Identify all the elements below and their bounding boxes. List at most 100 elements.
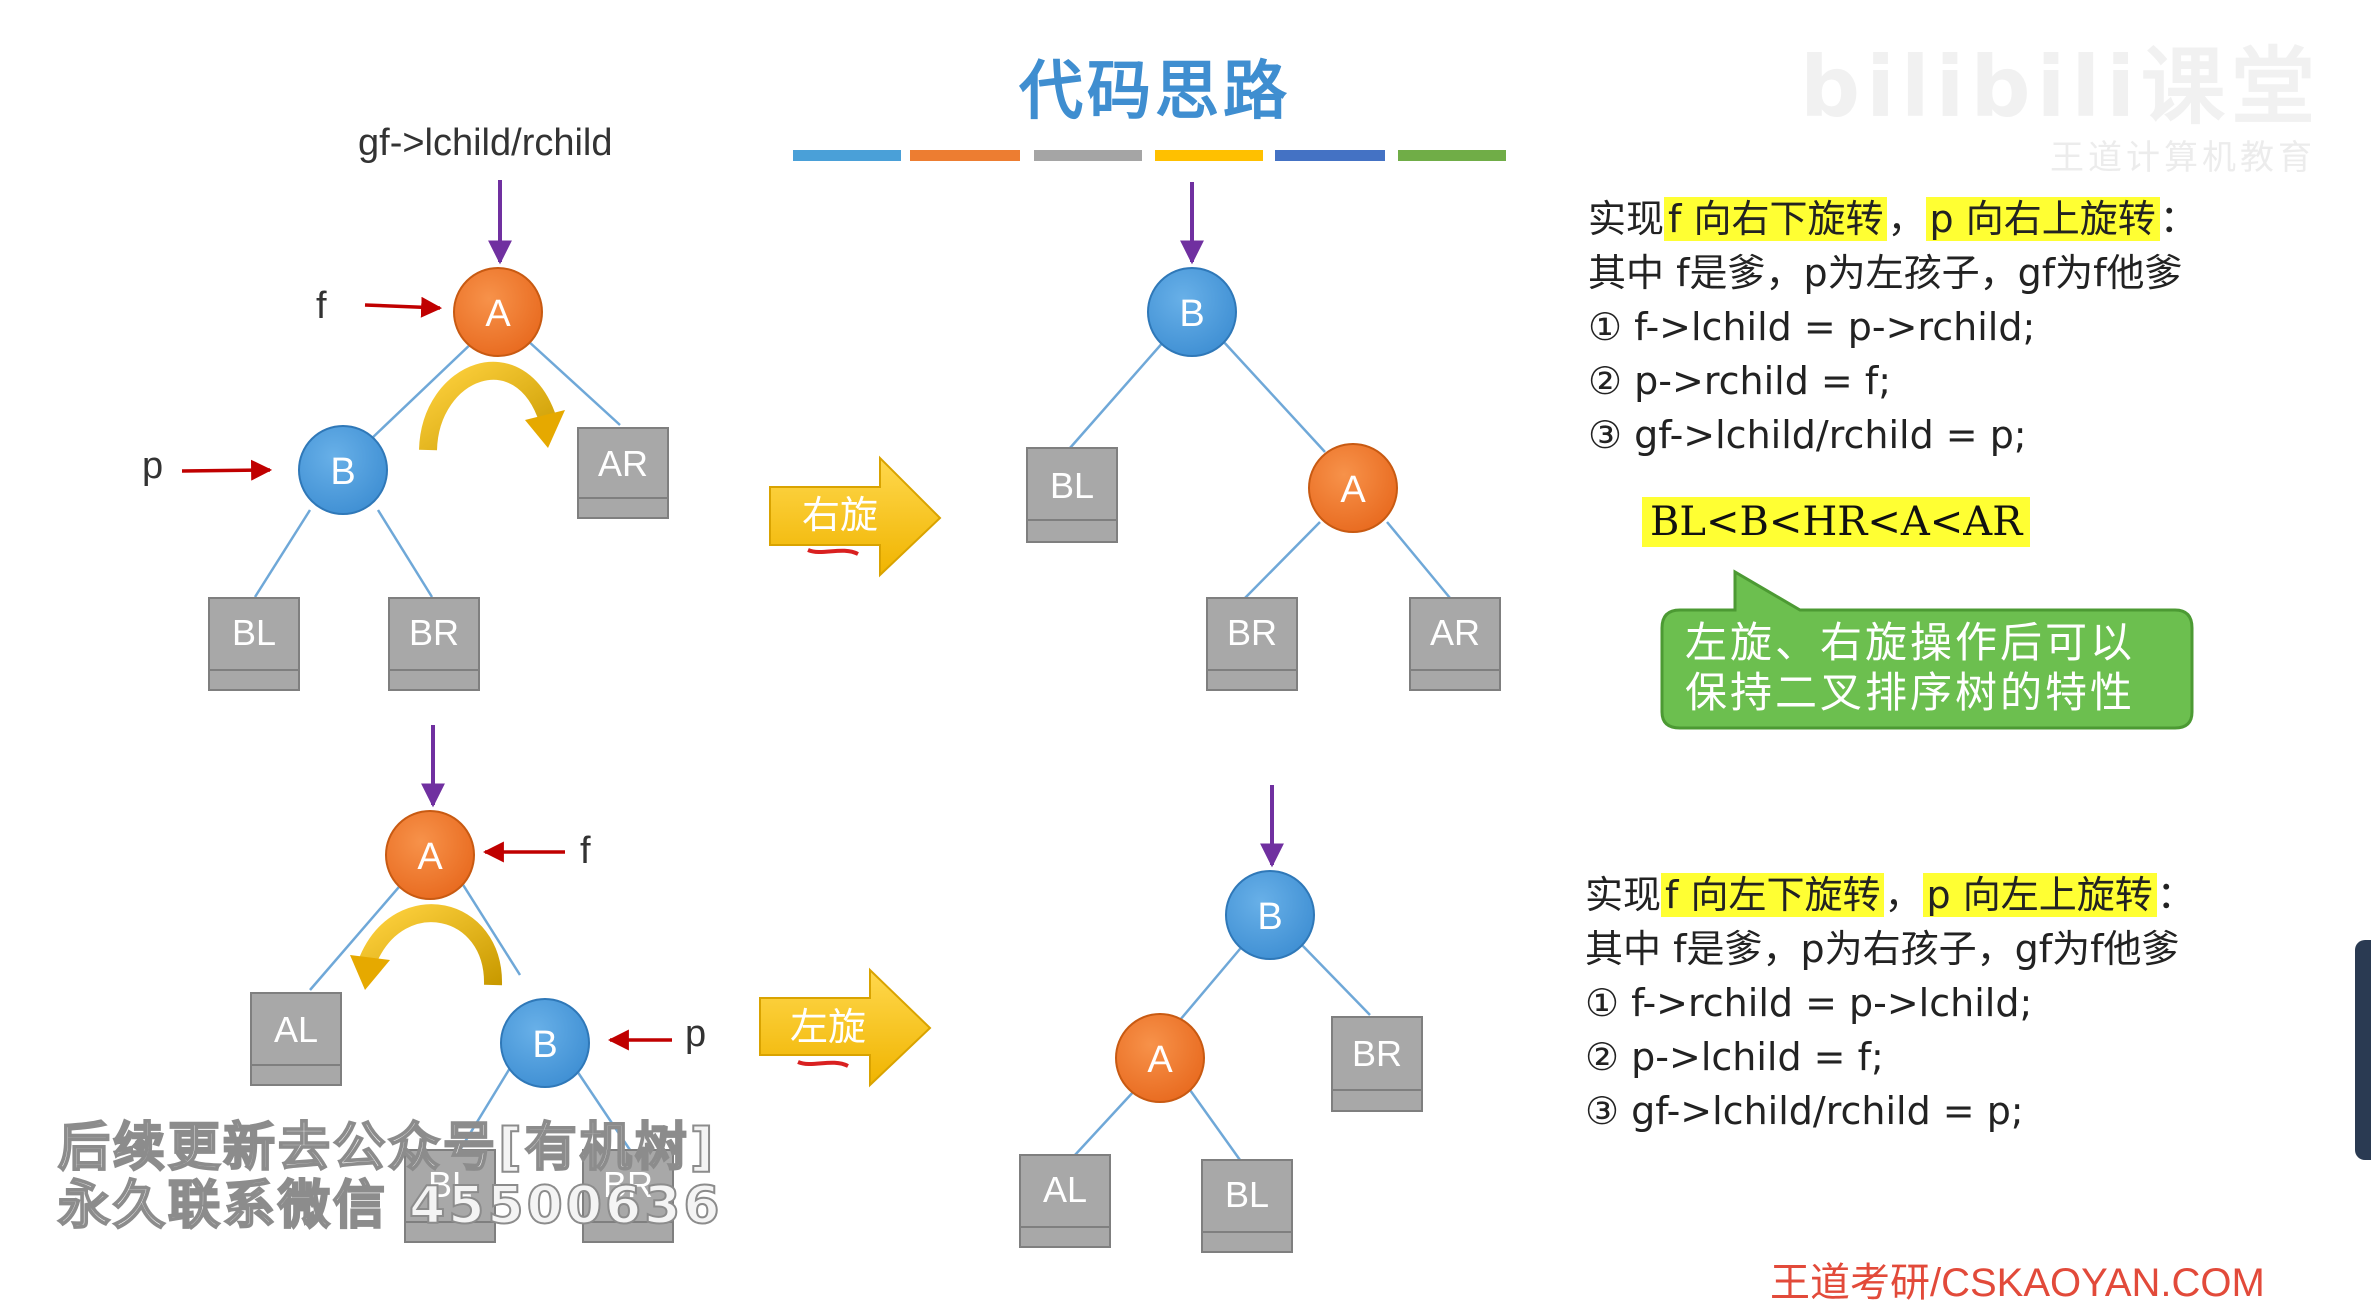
code-step-2: ② p->rchild = f; [1588, 359, 1891, 403]
desc-highlight-2: p 向右上旋转 [1925, 197, 2160, 241]
callout-bubble [1660, 569, 2194, 730]
subtree-bl: BL [1026, 447, 1118, 543]
rotation-arc-counterclockwise [359, 904, 503, 986]
rotation-arc-head [525, 410, 565, 448]
left-rotation-after-tree: B A BR AL BL [1019, 785, 1423, 1253]
left-rotation-before-tree: f p A B AL BL BR [250, 725, 706, 1243]
color-bar-segment-6 [1398, 150, 1506, 161]
callout-line-2: 保持二叉排序树的特性 [1685, 668, 2136, 717]
subtree-br-label: BR [1227, 612, 1277, 653]
desc-suffix: ： [2156, 873, 2195, 917]
color-bar-segment-3 [1034, 150, 1142, 161]
code-step-3: ③ gf->lchild/rchild = p; [1585, 1089, 2024, 1133]
watermark-ad-line-1: 后续更新去公众号[有机树] [57, 1117, 717, 1179]
rotation-arc-head-2 [350, 955, 390, 990]
node-b: B [1225, 870, 1315, 960]
node-a-label: A [1340, 469, 1366, 511]
node-b-label: B [330, 451, 355, 493]
watermark-ad-line-2: 永久联系微信 45500636 [57, 1175, 723, 1237]
bst-order-label: BL<B<HR<A<AR [1642, 497, 2031, 547]
gf-pointer-label: gf->lchild/rchild [358, 122, 613, 164]
subtree-bl: BL [208, 597, 300, 691]
desc-highlight-1: f 向左下旋转 [1661, 873, 1885, 917]
desc-prefix: 实现 [1588, 197, 1665, 241]
node-b: B [1147, 267, 1237, 357]
node-b: B [500, 998, 590, 1088]
f-pointer-arrow [364, 296, 443, 318]
node-a: A [453, 267, 543, 357]
left-rotation-roles: 其中 f是爹，p为右孩子，gf为f他爹 [1585, 927, 2180, 971]
side-panel-handle[interactable] [2355, 940, 2371, 1160]
p-label-2: p [685, 1013, 706, 1055]
subtree-al: AL [250, 992, 342, 1086]
node-b-label: B [532, 1024, 557, 1066]
subtree-bl-label: BL [1225, 1174, 1269, 1215]
callout-line-1: 左旋、右旋操作后可以 [1685, 618, 2136, 667]
desc-highlight-2: p 向左上旋转 [1922, 873, 2157, 917]
node-a: A [1115, 1013, 1205, 1103]
code-step-1: ① f->lchild = p->rchild; [1588, 305, 2036, 349]
right-rotate-arrow: 右旋 [769, 455, 942, 578]
node-b-label: B [1179, 293, 1204, 335]
p-pointer-arrow [181, 459, 273, 481]
subtree-al-label: AL [274, 1009, 318, 1050]
desc-highlight-1: f 向右下旋转 [1664, 197, 1888, 241]
watermark-subtitle: 王道计算机教育 [2050, 138, 2316, 178]
f-label-2: f [580, 830, 591, 872]
subtree-bl-label: BL [232, 612, 276, 653]
edge-b-br [376, 509, 434, 598]
slide-title: 代码思路 [1019, 55, 1291, 129]
rotation-diagrams: f p A B AR BL BR [142, 180, 2194, 1253]
desc-suffix: ： [2159, 197, 2198, 241]
node-b-label: B [1257, 896, 1282, 938]
subtree-ar-label: AR [1430, 612, 1480, 653]
code-step-3: ③ gf->lchild/rchild = p; [1588, 413, 2027, 457]
edge-b-bl [253, 509, 312, 598]
subtree-bl: BL [404, 1149, 496, 1243]
subtree-br-label: BR [409, 612, 459, 653]
color-bar-segment-2 [910, 150, 1020, 161]
subtree-bl-label: BL [428, 1164, 472, 1205]
subtree-br: BR [1331, 1016, 1423, 1112]
right-rotation-roles: 其中 f是爹，p为左孩子，gf为f他爹 [1588, 251, 2183, 295]
subtree-bl-label: BL [1050, 465, 1094, 506]
subtree-br-label: BR [1352, 1033, 1402, 1074]
edge-a-b [369, 339, 476, 441]
right-rotation-before-tree: f p A B AR BL BR [142, 180, 669, 691]
edge-a-ar [526, 339, 621, 426]
rotation-arc-clockwise [419, 361, 557, 451]
subtree-al-label: AL [1043, 1169, 1087, 1210]
subtree-al: AL [1019, 1154, 1111, 1248]
node-a-label: A [417, 836, 443, 878]
node-b: B [298, 425, 388, 515]
watermark-logo: bilibili课堂 [1799, 38, 2321, 136]
subtree-br-label: BR [603, 1164, 653, 1205]
color-bar-segment-5 [1275, 150, 1385, 161]
color-bar-segment-4 [1155, 150, 1263, 161]
node-a: A [385, 810, 475, 900]
subtree-br: BR [582, 1149, 674, 1243]
slide: 代码思路 bilibili课堂 王道计算机教育 gf->lchild/rchil… [57, 38, 2371, 1305]
subtree-br: BR [1206, 597, 1298, 691]
callout-text: 左旋、右旋操作后可以 保持二叉排序树的特性 [1685, 618, 2135, 718]
subtree-bl: BL [1201, 1159, 1293, 1253]
desc-separator: ， [1884, 873, 1923, 917]
node-a-label: A [485, 293, 511, 335]
node-a: A [1308, 443, 1398, 533]
right-rotate-label: 右旋 [802, 495, 878, 537]
right-rotation-after-tree: B A BL BR AR [1026, 182, 1501, 691]
subtree-ar: AR [1409, 597, 1501, 691]
left-rotate-label: 左旋 [790, 1007, 866, 1049]
footer-brand: 王道考研/CSKAOYAN.COM [1770, 1261, 2265, 1305]
p-label: p [142, 445, 163, 487]
f-label: f [316, 285, 327, 327]
desc-prefix: 实现 [1585, 873, 1662, 917]
code-step-1: ① f->rchild = p->lchild; [1585, 981, 2033, 1025]
subtree-ar-label: AR [598, 443, 648, 484]
code-step-2: ② p->lchild = f; [1585, 1035, 1884, 1079]
subtree-br: BR [388, 597, 480, 691]
